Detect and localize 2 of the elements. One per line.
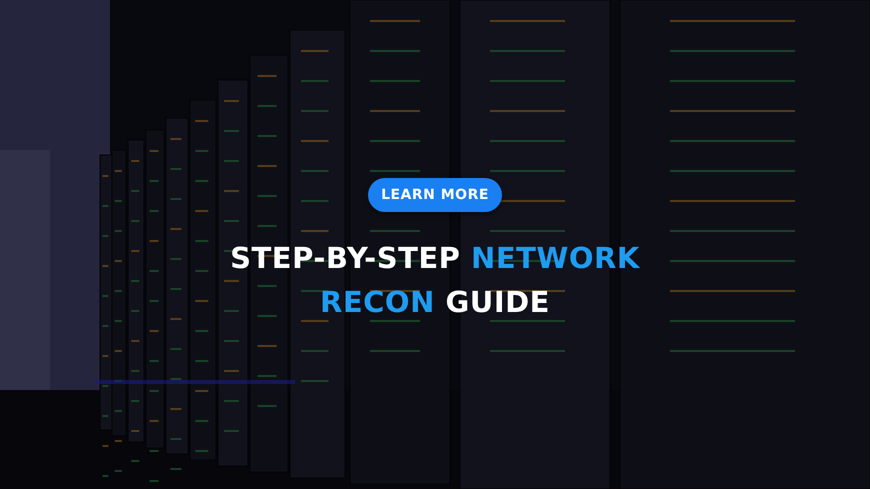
title: STEP-BY-STEP NETWORK RECON GUIDE xyxy=(229,240,641,321)
learn-more-button: LEARN MORE xyxy=(368,178,502,212)
